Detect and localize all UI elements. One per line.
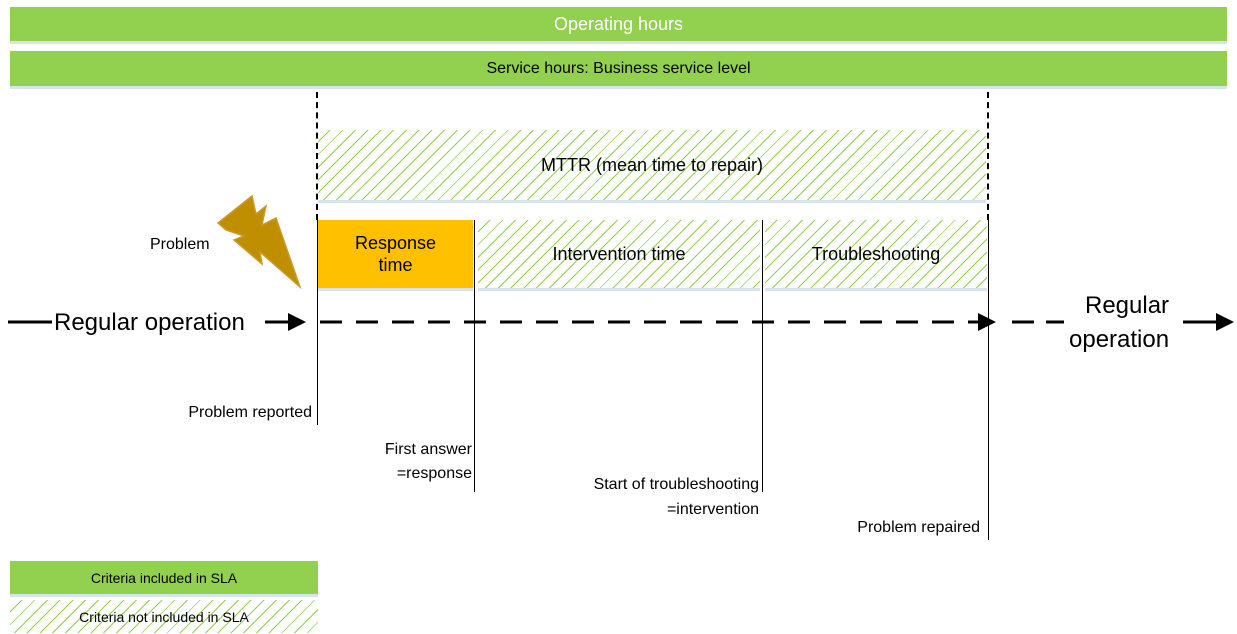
problem-label: Problem bbox=[150, 236, 210, 253]
first-answer-label-line1: First answer bbox=[384, 441, 472, 458]
mttr-label: MTTR (mean time to repair) bbox=[540, 154, 764, 175]
start-troubleshooting-label-line1: Start of troubleshooting bbox=[593, 476, 759, 493]
problem-reported-label: Problem reported bbox=[188, 404, 312, 421]
start-troubleshooting-line bbox=[762, 220, 763, 492]
legend-not-included-swatch: Criteria not included in SLA bbox=[10, 600, 318, 633]
timeline-middle-arrowhead bbox=[978, 313, 996, 331]
mttr-bar: MTTR (mean time to repair) bbox=[318, 130, 986, 200]
problem-repaired-label: Problem repaired bbox=[857, 519, 980, 536]
response-time-bar: Response time bbox=[318, 220, 473, 288]
service-hours-bar: Service hours: Business service level bbox=[10, 51, 1227, 86]
end-dashed-boundary bbox=[987, 92, 989, 220]
first-answer-label-line2: =response bbox=[396, 465, 472, 482]
first-answer-line bbox=[474, 220, 475, 492]
operating-hours-bar: Operating hours bbox=[10, 7, 1227, 41]
regular-operation-left-label: Regular operation bbox=[54, 309, 245, 336]
troubleshooting-bar: Troubleshooting bbox=[765, 220, 987, 288]
legend-not-included-label: Criteria not included in SLA bbox=[79, 608, 249, 625]
timeline-right-arrowhead bbox=[1216, 313, 1234, 331]
service-hours-label: Service hours: Business service level bbox=[486, 59, 751, 77]
legend-included-swatch: Criteria included in SLA bbox=[10, 561, 318, 594]
troubleshooting-label: Troubleshooting bbox=[811, 243, 941, 264]
regular-operation-right-line1: Regular bbox=[1085, 292, 1170, 319]
problem-repaired-line bbox=[988, 220, 989, 540]
timeline-left-arrowhead bbox=[288, 313, 306, 331]
lightning-bolt-icon bbox=[216, 194, 302, 290]
intervention-time-bar: Intervention time bbox=[478, 220, 760, 288]
problem-reported-line bbox=[317, 220, 318, 425]
start-dashed-boundary bbox=[316, 92, 318, 220]
operating-hours-label: Operating hours bbox=[553, 13, 684, 34]
regular-operation-right-line2: operation bbox=[1069, 326, 1170, 353]
start-troubleshooting-label-line2: =intervention bbox=[666, 501, 759, 518]
intervention-time-label: Intervention time bbox=[552, 243, 686, 264]
legend-included-label: Criteria included in SLA bbox=[90, 569, 238, 586]
response-time-label: Response time bbox=[354, 232, 437, 276]
